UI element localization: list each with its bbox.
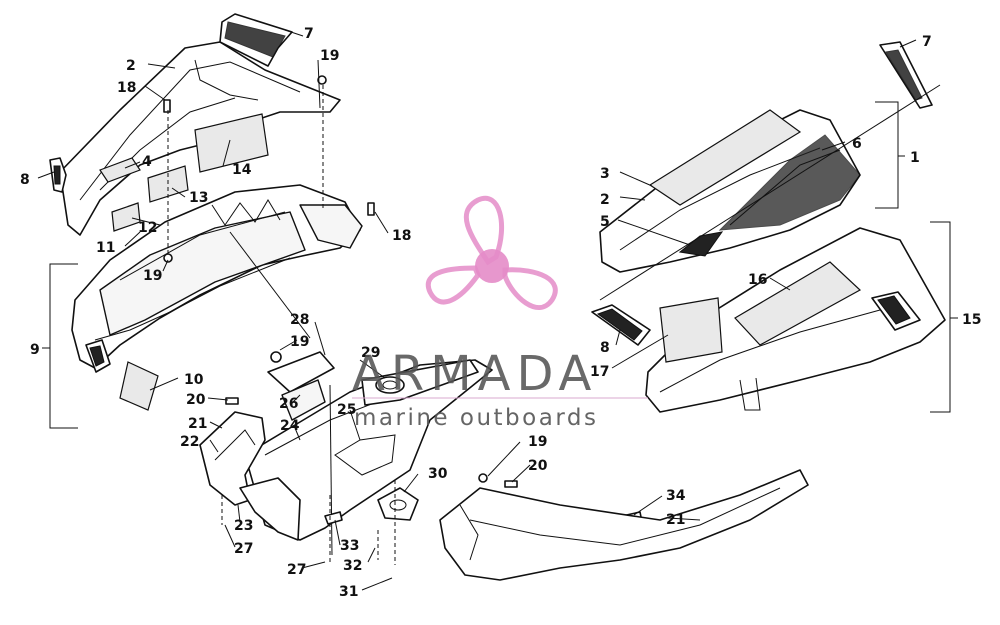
- grille-7-right: [879, 41, 933, 109]
- callout-4: 4: [142, 154, 152, 170]
- screw-20a: [225, 397, 239, 405]
- callout-5: 5: [600, 214, 610, 230]
- callout-14: 14: [232, 162, 252, 178]
- callout-19-center: 19: [290, 334, 309, 350]
- callout-18-left: 18: [117, 80, 136, 96]
- callout-2-right: 2: [600, 192, 610, 208]
- callout-10: 10: [184, 372, 204, 388]
- hood-grille-top: [219, 13, 293, 67]
- decal-16: [734, 261, 862, 346]
- callout-17: 17: [590, 364, 609, 380]
- callout-24: 24: [280, 418, 300, 434]
- screw-18b: [367, 202, 375, 216]
- nose-vent-left: [85, 339, 111, 373]
- callout-28: 28: [290, 312, 309, 328]
- callout-20-left: 20: [186, 392, 206, 408]
- callout-9: 9: [30, 342, 40, 358]
- callout-21-left: 21: [188, 416, 207, 432]
- callout-6: 6: [852, 136, 862, 152]
- callout-26: 26: [279, 396, 298, 412]
- callout-20-right: 20: [528, 458, 548, 474]
- watermark: ARMADA marine outboards: [352, 195, 648, 431]
- callout-32: 32: [343, 558, 362, 574]
- leader-lines: [37, 29, 958, 591]
- callout-12: 12: [138, 220, 157, 236]
- callout-30: 30: [428, 466, 448, 482]
- callout-19-right: 19: [528, 434, 547, 450]
- callout-7-left: 7: [304, 26, 314, 42]
- callout-25: 25: [337, 402, 356, 418]
- vent-8-right: [591, 304, 651, 346]
- screw-18a: [163, 99, 171, 113]
- callout-34: 34: [666, 488, 686, 504]
- callout-7-right: 7: [922, 34, 932, 50]
- decal-3: [648, 109, 802, 206]
- callout-27-center: 27: [287, 562, 306, 578]
- callout-31: 31: [339, 584, 358, 600]
- panel-26: [281, 379, 326, 421]
- lower-hood-tub: [71, 184, 363, 369]
- callout-23: 23: [234, 518, 253, 534]
- decal-14: [194, 113, 269, 173]
- decal-17: [659, 297, 723, 363]
- propeller-logo-icon: [425, 195, 558, 310]
- callout-19-top: 19: [320, 48, 339, 64]
- side-panel-21: [439, 469, 809, 581]
- side-vent-left: [49, 157, 67, 193]
- callout-8-left: 8: [20, 172, 30, 188]
- lower-duct-23: [239, 477, 301, 541]
- decal-10: [119, 361, 159, 411]
- decal-12: [111, 202, 141, 232]
- grommet-19c: [270, 351, 282, 363]
- callout-15: 15: [962, 312, 981, 328]
- callout-22: 22: [180, 434, 199, 450]
- bracket-30: [377, 487, 419, 521]
- vent-right-front: [871, 291, 921, 331]
- callout-21-right: 21: [666, 512, 685, 528]
- screw-20b: [504, 480, 518, 488]
- grommet-19d: [478, 473, 488, 483]
- side-duct-22: [199, 411, 266, 506]
- callout-2-left: 2: [126, 58, 136, 74]
- decal-6: [718, 134, 861, 231]
- callout-numbers: 7 19 2 18 8 4 14 13 12 11 19 18 9 10 7 6…: [20, 26, 981, 600]
- callout-3: 3: [600, 166, 610, 182]
- decal-4: [99, 157, 141, 183]
- callout-29: 29: [361, 345, 380, 361]
- heat-shield-28: [267, 351, 335, 393]
- callout-1: 1: [910, 150, 920, 166]
- callout-13: 13: [189, 190, 208, 206]
- callout-19-hood: 19: [143, 268, 162, 284]
- callout-18-right: 18: [392, 228, 411, 244]
- callout-8-right: 8: [600, 340, 610, 356]
- watermark-brand: ARMADA: [352, 346, 597, 402]
- callout-27-left: 27: [234, 541, 253, 557]
- skid-plate-29: [361, 359, 479, 406]
- callout-11: 11: [96, 240, 115, 256]
- screw-33: [324, 511, 343, 525]
- callout-16: 16: [748, 272, 767, 288]
- callout-33: 33: [340, 538, 359, 554]
- watermark-tagline: marine outboards: [354, 405, 598, 431]
- grommet-19a: [317, 75, 327, 85]
